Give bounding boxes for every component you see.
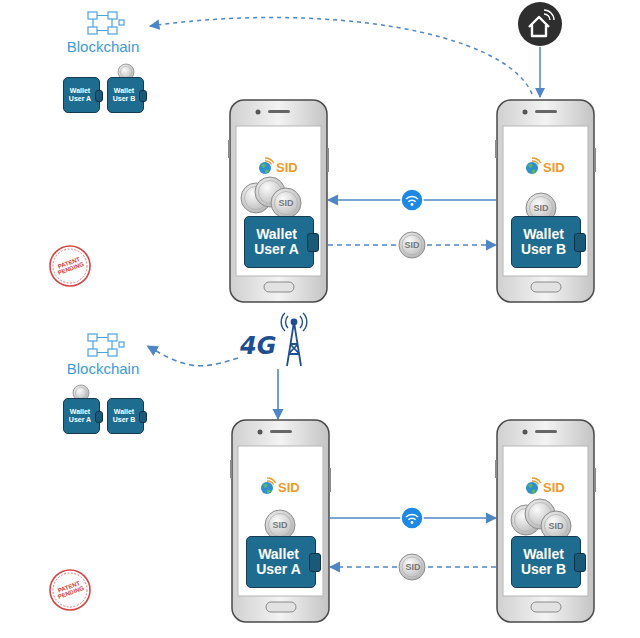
home-link	[150, 17, 540, 97]
coin-icon	[271, 188, 301, 218]
node-text: Wallet User A	[250, 547, 307, 578]
coin-label: SID	[272, 520, 287, 530]
node-text: SID	[278, 480, 300, 495]
coin-icon	[399, 232, 425, 258]
node-text: Blockchain	[67, 38, 140, 55]
home-router-icon	[518, 2, 562, 46]
phone: SID Wallet User B	[497, 100, 594, 302]
coin-icon	[73, 64, 571, 580]
phone-body	[495, 100, 596, 302]
wallet: Wallet User B	[511, 216, 581, 268]
edge-label: SID	[405, 562, 420, 572]
blockchain-node: Blockchain	[62, 330, 145, 378]
blockchain-icon	[88, 12, 124, 356]
wallet-icon: Wallet User B	[107, 77, 144, 113]
blockchain-node: Blockchain	[62, 8, 145, 56]
home-router-icon	[529, 17, 549, 36]
node-text: Wallet User B	[110, 408, 138, 423]
cell-tower-icon	[287, 322, 301, 366]
connector	[148, 346, 239, 366]
phone-body	[228, 100, 596, 622]
wallet-icon: Wallet User A	[63, 77, 100, 113]
coin-label: SID	[278, 198, 293, 208]
node-text: SID	[543, 480, 565, 495]
node-text: SID	[276, 160, 298, 175]
home-link	[150, 17, 532, 94]
wallet: Wallet User B	[511, 536, 581, 588]
node-text: Wallet User B	[515, 227, 572, 258]
patent-stamp: PATENT PENDING	[53, 255, 87, 278]
blockchain-icon	[88, 12, 124, 34]
cell-tower-icon	[292, 320, 297, 325]
patent-stamp-ring	[50, 246, 90, 286]
node-text: SID	[543, 160, 565, 175]
node-text: Wallet User B	[110, 87, 138, 102]
phone: SID Wallet User B	[497, 420, 594, 622]
home-router-icon	[518, 2, 562, 46]
wallet-icon: Wallet User B	[107, 398, 144, 434]
edge-label: SID	[404, 240, 419, 250]
coin-label: SID	[548, 521, 563, 531]
home-link	[539, 47, 541, 97]
wifi-icon	[401, 507, 423, 529]
patent-stamp-ring	[50, 570, 90, 610]
cell-tower-node: 4G	[240, 318, 306, 368]
coin-icon	[399, 554, 425, 580]
cell-tower-icon	[281, 313, 307, 331]
node-text: Wallet User A	[66, 408, 94, 423]
coin-label: SID	[533, 203, 548, 213]
cell-tower-icon	[281, 313, 307, 366]
node-text: Wallet User A	[66, 87, 94, 102]
patent-stamp: PATENT PENDING	[53, 579, 87, 602]
wallet-icon: Wallet User A	[63, 398, 100, 434]
wifi-icon	[401, 189, 423, 529]
connector	[277, 369, 279, 419]
node-text: Wallet User A	[248, 227, 305, 258]
phone-body	[495, 420, 596, 622]
phone-body	[228, 100, 329, 302]
wallet: Wallet User A	[244, 216, 314, 268]
wifi-icon	[401, 189, 423, 211]
home-router-icon	[544, 10, 554, 20]
phone-body	[230, 420, 331, 622]
wallet: Wallet User A	[246, 536, 316, 588]
node-text: Blockchain	[67, 360, 140, 377]
blockchain-icon	[88, 334, 124, 356]
node-text: 4G	[240, 318, 306, 360]
node-text: Wallet User B	[515, 547, 572, 578]
